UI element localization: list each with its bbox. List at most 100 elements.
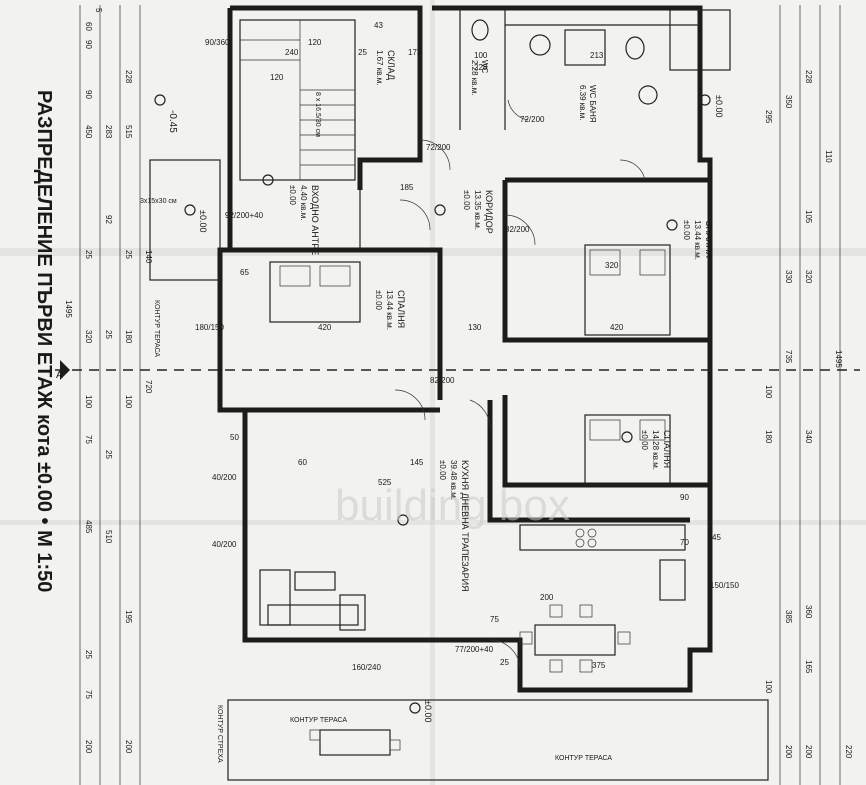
bathroom-fixtures — [471, 19, 658, 105]
level-zero-top-label: ±0.00 — [714, 95, 724, 117]
dimension-label: 283 — [104, 125, 113, 139]
dimension-label: 140 — [144, 250, 153, 264]
dimension-label: 70 — [680, 538, 689, 547]
dimension-label: 100 — [764, 680, 773, 694]
dimension-label: 25 — [124, 250, 133, 259]
dimension-label: 195 — [124, 610, 133, 624]
stair-contour-label: КОНТУР СТРЕХА — [216, 705, 223, 763]
svg-text:СПАЛНЯ: СПАЛНЯ — [396, 290, 406, 328]
dimension-label: 450 — [84, 125, 93, 139]
dimension-label: 25 — [84, 250, 93, 259]
terrace-contour-bottom-label: КОНТУР ТЕРАСА — [290, 717, 347, 724]
dimension-label: 5 — [94, 8, 103, 13]
dimension-label: 65 — [240, 268, 249, 277]
dimension-label: 25 — [358, 48, 367, 57]
dimension-label: 25 — [104, 330, 113, 339]
svg-text:4.40 кв.м.: 4.40 кв.м. — [299, 185, 308, 221]
dimension-label: 200 — [124, 740, 133, 754]
svg-text:±0.00: ±0.00 — [462, 190, 471, 211]
dimension-label: 200 — [84, 740, 93, 754]
dimension-label: 228 — [474, 63, 488, 72]
dimension-label: 510 — [104, 530, 113, 544]
dimension-label: 295 — [764, 110, 773, 124]
dimension-label: 40/200 — [212, 540, 237, 549]
dimension-label: 220 — [844, 745, 853, 759]
level-minus-label: -0.45 — [167, 110, 178, 133]
dimension-label: 228 — [124, 70, 133, 84]
dimension-label: 82/200 — [430, 376, 455, 385]
dimension-label: 525 — [378, 478, 392, 487]
dimension-label: 200 — [804, 745, 813, 759]
dimension-label: 150/150 — [710, 581, 739, 590]
svg-text:ВХОДНО АНТРЕ: ВХОДНО АНТРЕ — [310, 185, 320, 255]
level-markers — [154, 94, 711, 714]
room-label-entrance: ВХОДНО АНТРЕ 4.40 кв.м. ±0.00 — [288, 185, 320, 255]
dimension-label: 145 — [410, 458, 424, 467]
svg-text:1.67 кв.м.: 1.67 кв.м. — [375, 50, 384, 86]
dimension-label: 213 — [590, 51, 604, 60]
dimension-label: 228 — [804, 70, 813, 84]
svg-text:СПАЛНЯ: СПАЛНЯ — [704, 220, 714, 258]
dimension-label: 25 — [500, 658, 509, 667]
dimension-label: 240 — [285, 48, 299, 57]
bed-low — [584, 414, 671, 486]
room-label-bedroom-low: СПАЛНЯ 14.28 кв.м. ±0.00 — [640, 430, 672, 470]
dimension-label: 92/200+40 — [225, 211, 264, 220]
dimension-label: 420 — [318, 323, 332, 332]
dimension-label: 350 — [784, 95, 793, 109]
dimension-label: 320 — [804, 270, 813, 284]
dimension-label: 45 — [712, 533, 721, 542]
dimension-label: 720 — [144, 380, 153, 394]
dimension-label: 72/200 — [520, 115, 545, 124]
section-arrow-icon — [60, 360, 70, 380]
room-label-bedroom-mid: СПАЛНЯ 13.44 кв.м. ±0.00 — [374, 290, 406, 330]
svg-text:WC: WC — [480, 60, 489, 74]
svg-text:39.48 кв.м.: 39.48 кв.м. — [449, 460, 458, 500]
dimension-label: 185 — [400, 183, 414, 192]
level-zero-terrace-label: ±0.00 — [423, 700, 433, 722]
dimension-label: 160/240 — [352, 663, 381, 672]
dimension-label: 105 — [804, 210, 813, 224]
page-title: РАЗПРЕДЕЛЕНИЕ ПЪРВИ ЕТАЖ кота ±0.00 • М … — [33, 90, 55, 592]
dimension-label: 735 — [784, 350, 793, 364]
svg-text:КУХНЯ ДНЕВНА ТРАПЕЗАРИЯ: КУХНЯ ДНЕВНА ТРАПЕЗАРИЯ — [460, 460, 470, 592]
terrace-left-outline — [149, 159, 221, 281]
dimension-label: 92 — [104, 215, 113, 224]
svg-text:6.39 кв.м.: 6.39 кв.м. — [578, 85, 587, 121]
svg-text:WC БАНЯ: WC БАНЯ — [588, 85, 597, 123]
dimension-label: 485 — [84, 520, 93, 534]
dimension-label: 75 — [84, 435, 93, 444]
staircase — [239, 19, 356, 181]
door-swings — [394, 99, 646, 671]
window-note-label: 3x15x30 см — [140, 198, 177, 205]
dimension-label: 320 — [84, 330, 93, 344]
svg-text:±0.00: ±0.00 — [682, 220, 691, 241]
dimension-label: 200 — [784, 745, 793, 759]
dimension-label: 82/200 — [505, 225, 530, 234]
dimension-label: 90/360 — [205, 38, 230, 47]
dimension-label: 320 — [605, 261, 619, 270]
dimension-label: 25 — [84, 650, 93, 659]
dimension-label: 515 — [124, 125, 133, 139]
svg-text:13.35 кв.м.: 13.35 кв.м. — [473, 190, 482, 230]
dimension-label: 360 — [804, 605, 813, 619]
dimension-label: 120 — [308, 38, 322, 47]
dimension-label: 1495 — [834, 350, 843, 368]
dimension-label: 90 — [84, 90, 93, 99]
watermark-text: building box — [335, 481, 570, 530]
room-label-storage: СКЛАД 1.67 кв.м. — [375, 50, 396, 86]
dimension-label: 100 — [124, 395, 133, 409]
section-marker-label: A — [56, 370, 63, 381]
svg-text:2.28 кв.м.: 2.28 кв.м. — [470, 60, 479, 96]
dimension-label: 77/200+40 — [455, 645, 494, 654]
dimension-label: 180 — [764, 430, 773, 444]
dimension-label: 110 — [824, 150, 833, 163]
svg-text:±0.00: ±0.00 — [438, 460, 447, 481]
room-label-bath: WC БАНЯ 6.39 кв.м. — [578, 85, 597, 123]
dimension-label: 75 — [84, 690, 93, 699]
dimension-label: 72/200 — [426, 143, 451, 152]
dimension-label: 1495 — [64, 300, 73, 318]
kitchen-counter — [519, 524, 686, 601]
